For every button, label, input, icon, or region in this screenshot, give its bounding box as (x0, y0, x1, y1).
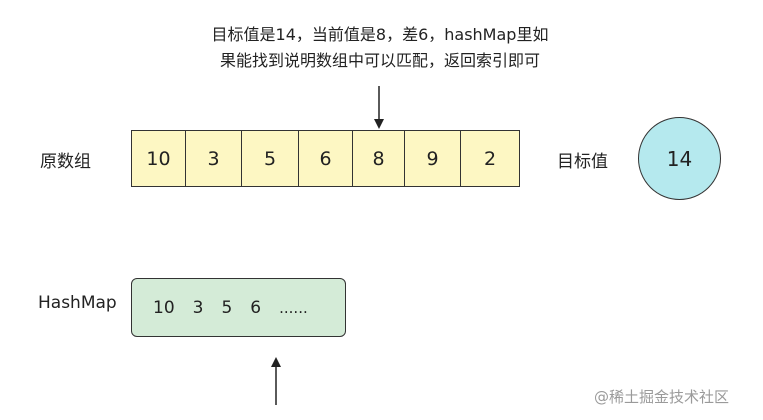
hashmap-box: 10 3 5 6 ...... (131, 278, 346, 337)
array-cell: 8 (353, 131, 405, 186)
hashmap-item: 5 (221, 297, 233, 318)
target-value: 14 (666, 146, 693, 171)
array-box: 10 3 5 6 8 9 2 (131, 130, 520, 187)
array-cell: 5 (242, 131, 299, 186)
caption-line-2: 果能找到说明数组中可以匹配，返回索引即可 (219, 51, 540, 70)
array-cell: 2 (483, 147, 497, 170)
array-cell: 10 (132, 131, 186, 186)
array-cell: 3 (186, 131, 242, 186)
hashmap-item: 6 (250, 297, 262, 318)
array-cell: 6 (299, 131, 353, 186)
target-label: 目标值 (557, 152, 608, 172)
hashmap-label: HashMap (38, 293, 117, 313)
caption: 目标值是14，当前值是8，差6，hashMap里如 果能找到说明数组中可以匹配，… (150, 22, 610, 74)
watermark: @稀土掘金技术社区 (594, 388, 730, 406)
hashmap-ellipsis: ...... (279, 298, 308, 317)
caption-line-1: 目标值是14，当前值是8，差6，hashMap里如 (211, 25, 549, 44)
hashmap-item: 10 (153, 297, 175, 318)
hashmap-item: 3 (192, 297, 204, 318)
array-cell: 9 (405, 131, 461, 186)
target-circle: 14 (638, 117, 721, 200)
array-label: 原数组 (40, 152, 91, 172)
